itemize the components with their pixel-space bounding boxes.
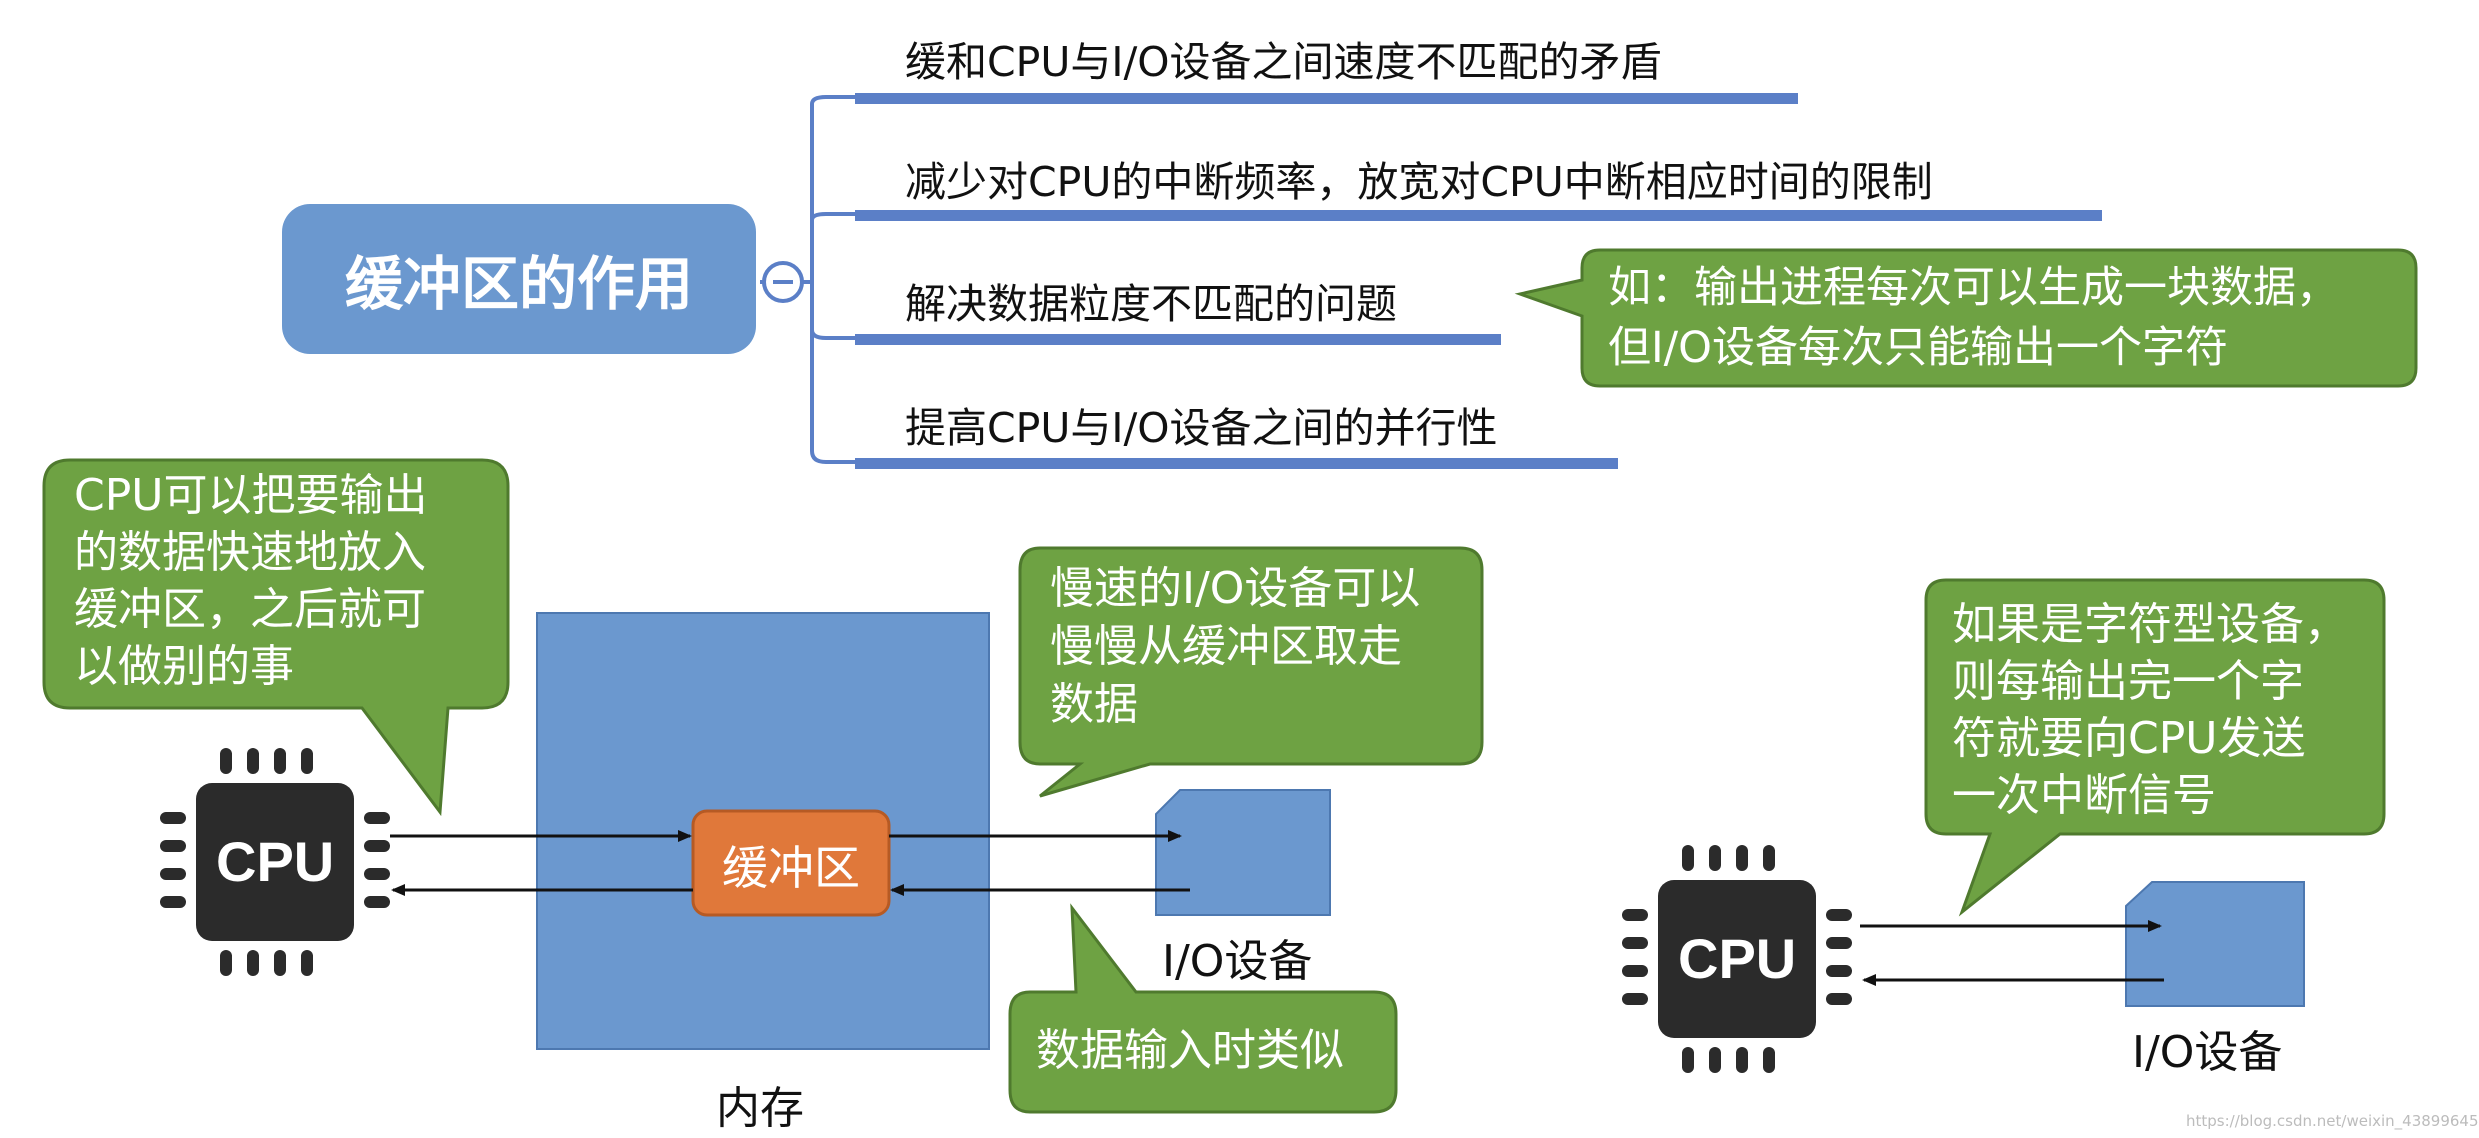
cpu-label-left: CPU <box>216 830 335 893</box>
input-note-text: 数据输入时类似 <box>1036 1025 1344 1076</box>
mindmap-branch-4: 提高CPU与I/O设备之间的并行性 <box>905 404 1498 452</box>
buffer-block <box>691 809 891 917</box>
mindmap-branch-1: 缓和CPU与I/O设备之间速度不匹配的矛盾 <box>905 38 1662 86</box>
io-note-bubble-shape <box>1018 546 1484 798</box>
mindmap-branch-3-underline <box>855 334 1501 345</box>
mindmap-branch-2-underline <box>855 210 2102 221</box>
mindmap-note-text: 如：输出进程每次可以生成一块数据， 但I/O设备每次只能输出一个字符 <box>1608 263 2339 373</box>
mindmap-connector <box>760 95 860 464</box>
io-device-right <box>2125 881 2305 1007</box>
right-note-bubble-shape <box>1924 578 2386 917</box>
mindmap-branch-4-underline <box>855 458 1618 469</box>
io-label-left: I/O设备 <box>1162 936 1313 987</box>
mindmap-branch-3: 解决数据粒度不匹配的问题 <box>905 280 1397 328</box>
cpu-chip-left <box>160 748 390 976</box>
io-note-text: 慢速的I/O设备可以 慢慢从缓冲区取走 数据 <box>1050 563 1421 730</box>
cpu-note-text: CPU可以把要输出 的数据快速地放入 缓冲区，之后就可 以做别的事 <box>74 470 428 692</box>
mindmap-root-label: 缓冲区的作用 <box>344 250 693 318</box>
mindmap-branch-1-underline <box>855 93 1798 104</box>
right-note-text: 如果是字符型设备， 则每输出完一个字 符就要向CPU发送 一次中断信号 <box>1952 599 2348 821</box>
note-bubble-shape <box>1514 248 2418 388</box>
watermark: https://blog.csdn.net/weixin_43899645 <box>2186 1112 2479 1130</box>
memory-label: 内存 <box>716 1083 804 1134</box>
buffer-label: 缓冲区 <box>722 841 860 895</box>
cpu-label-right: CPU <box>1678 927 1797 990</box>
mindmap-root-node[interactable]: 缓冲区的作用 <box>282 204 756 354</box>
cpu-note-bubble-shape <box>42 458 510 817</box>
input-note-bubble-shape <box>1008 903 1398 1114</box>
cpu-chip-right <box>1622 845 1852 1073</box>
io-label-right: I/O设备 <box>2132 1027 2283 1078</box>
mindmap-branch-2: 减少对CPU的中断频率，放宽对CPU中断相应时间的限制 <box>905 158 1933 206</box>
io-device-left <box>1155 789 1331 916</box>
